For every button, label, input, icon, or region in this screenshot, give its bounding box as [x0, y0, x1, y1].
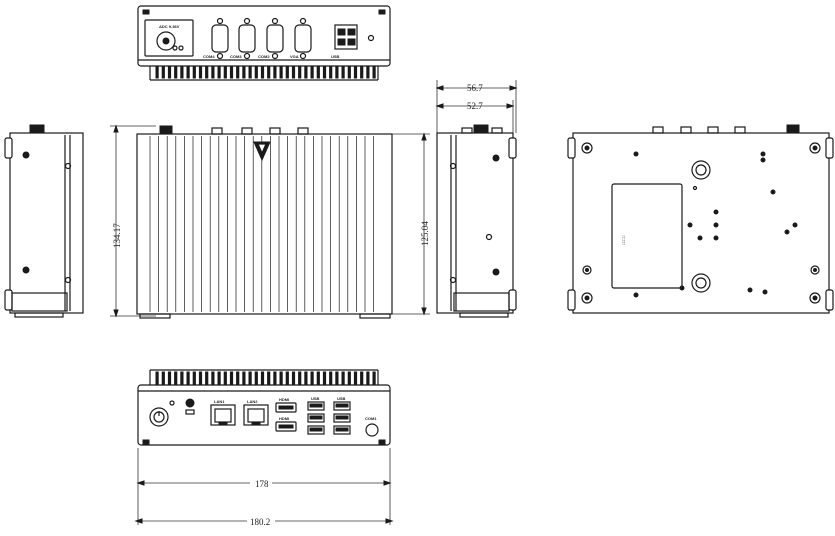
com2-label: COM2: [258, 54, 270, 59]
bottom-view-plate: □□□□: [567, 124, 834, 314]
com1-antenna: COM1: [365, 416, 379, 437]
usb-stack-b: USB: [333, 396, 351, 435]
lan2-label: LAN2: [247, 399, 258, 404]
front-heatsink-fins: [149, 136, 374, 312]
front-io-panel: LAN1 LAN2 HDMI HDMI USB: [137, 369, 391, 446]
vga-label: VGA: [290, 54, 299, 59]
usb-b-label: USB: [337, 396, 346, 401]
corner-screws: [581, 142, 821, 304]
dimension-height-left: 134.17: [110, 124, 156, 318]
com4-port: COM4: [203, 17, 229, 60]
front-view-heatsink: [136, 125, 393, 319]
usb-top-label: USB: [331, 54, 340, 59]
vga-port: VGA: [290, 17, 312, 60]
dimension-width-inner-value: 178: [255, 479, 269, 489]
top-view-rear-panel: ADC 9-36V COM4 COM3 COM2 VGA: [137, 5, 391, 81]
dimension-depth-inner-value: 52.7: [467, 101, 483, 111]
usb-a-label: USB: [311, 396, 320, 401]
dimension-height-right-value: 125.04: [420, 221, 430, 246]
hdmi-ports: HDMI HDMI: [275, 397, 297, 432]
svg-text:□□□□: □□□□: [621, 235, 626, 245]
lan2-port: LAN2: [243, 399, 269, 426]
usb-stack-a: USB: [307, 396, 325, 435]
dimension-height-left-value: 134.17: [112, 223, 122, 248]
right-side-view: [436, 124, 517, 318]
com1-label: COM1: [365, 416, 377, 421]
usb-top-ports: USB: [331, 24, 358, 59]
bottom-heatsink-fins: [155, 371, 376, 385]
left-side-view: [4, 124, 84, 318]
dimension-depth-outer-value: 56.7: [467, 83, 483, 93]
power-button: [149, 400, 175, 427]
com3-port: COM3: [230, 17, 256, 60]
top-heatsink-fins: [155, 65, 376, 79]
lan1-label: LAN1: [214, 399, 225, 404]
com2-port: COM2: [258, 17, 284, 60]
dimension-height-right: 125.04: [392, 132, 430, 316]
hdmi2-label: HDMI: [279, 416, 289, 421]
lan1-port: LAN1: [210, 399, 236, 426]
power-input-label: ADC 9-36V: [159, 24, 180, 29]
dimension-width: 178 180.2: [134, 448, 394, 527]
com4-label: COM4: [203, 54, 215, 59]
com3-label: COM3: [230, 54, 242, 59]
dimension-depth: 56.7 52.7: [435, 80, 518, 133]
hdmi1-label: HDMI: [279, 397, 289, 402]
dimension-width-outer-value: 180.2: [250, 517, 270, 527]
